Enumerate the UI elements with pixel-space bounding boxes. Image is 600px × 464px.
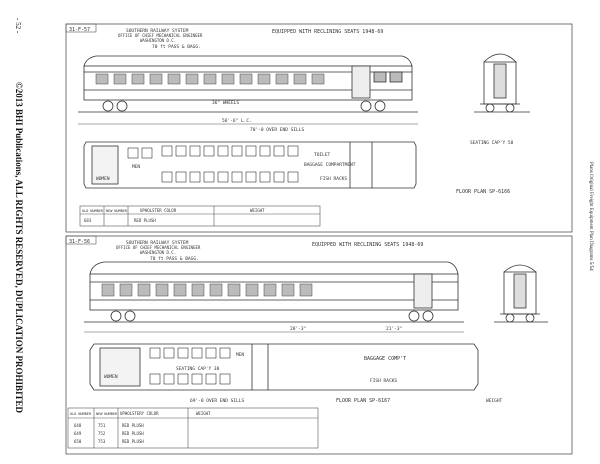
top-plan: 31-F-57 SOUTHERN RAILWAY SYSTEM OFFICE O… [65,23,573,233]
bottom-car-desc: 70 ft PASS & BAGG. [150,256,199,262]
top-men-label: MEN [132,164,140,170]
bottom-table-cell: RED PLUSH [122,423,144,428]
bottom-number-table [67,407,319,449]
top-seating-cap: SEATING CAP'Y 58 [470,140,514,146]
bottom-table-cell: RED PLUSH [122,431,144,436]
bottom-equipped: EQUIPPED WITH RECLINING SEATS 1948-69 [312,242,423,248]
bottom-women-label: WOMEN [104,374,118,380]
top-toilet-label: TOILET [314,152,331,158]
bottom-men-label: MEN [236,352,244,358]
bottom-side-elevation [84,261,464,323]
bottom-table-cell: 752 [98,431,106,436]
bottom-dim-b: 21'-3" [386,326,402,332]
top-equipped: EQUIPPED WITH RECLINING SEATS 1948-69 [272,29,383,35]
top-wheels-label: 36" WHEELS [212,100,239,106]
bottom-weight-side-label: WEIGHT [486,398,503,404]
bottom-table-color-header: UPHOLSTERY COLOR [120,411,159,416]
top-end-view [474,53,530,113]
bottom-table-cell: 650 [74,439,82,444]
page-number: - 52 - [14,18,22,34]
top-plan-id: 31-F-57 [69,27,90,33]
top-table-cell: 683 [84,218,92,223]
top-overall-label: 70'-0 OVER END SILLS [250,127,304,133]
top-baggage-label: BAGGAGE COMPARTMENT [304,162,356,168]
top-table-new-number: NEW NUMBER [106,209,128,213]
top-table-color-header: UPHOLSTER COLOR [140,208,177,213]
top-table-cell: RED PLUSH [134,218,156,223]
top-women-label: WOMEN [96,176,110,182]
bottom-table-cell: 648 [74,423,82,428]
top-side-elevation [78,55,418,113]
bottom-fish-racks-label: FISH RACKS [370,378,397,384]
top-fish-racks-label: FISH RACKS [320,176,347,182]
bottom-table-cell: 751 [98,423,106,428]
top-floor-plan [83,141,417,189]
bottom-seat-grid [149,347,231,385]
bottom-floor-plan-label: FLOOR PLAN SP-6167 [336,398,390,404]
right-margin-caption: Plans Original Freight Equipment Plan Di… [588,162,593,271]
bottom-location: WASHINGTON D.C. [140,250,176,255]
bottom-office: OFFICE OF CHIEF MECHANICAL ENGINEER [116,245,201,250]
top-railway: SOUTHERN RAILWAY SYSTEM [126,28,189,34]
top-floor-plan-label: FLOOR PLAN SP-6166 [456,189,510,195]
bottom-dim-a: 28'-3" [290,326,306,332]
top-seat-grid [127,145,299,183]
bottom-railway: SOUTHERN RAILWAY SYSTEM [126,240,189,246]
bottom-table-weight-header: WEIGHT [196,411,211,416]
bottom-overall-label: 69'-0 OVER END SILLS [190,398,244,404]
bottom-table-cell: 753 [98,439,106,444]
top-number-table [79,205,321,227]
bottom-table-cell: 649 [74,431,82,436]
bottom-plan: 31-F-56 SOUTHERN RAILWAY SYSTEM OFFICE O… [65,235,573,455]
bottom-table-old-number: OLD NUMBER [70,412,92,416]
bottom-baggage-label: BAGGAGE COMP'T [364,356,406,362]
top-table-old-number: OLD NUMBER [82,209,104,213]
bottom-floor-plan [89,343,479,391]
bottom-table-cell: RED PLUSH [122,439,144,444]
bottom-plan-id: 31-F-56 [69,239,90,245]
bottom-seating-cap: SEATING CAP'Y 38 [176,366,220,372]
bottom-end-view [494,264,548,323]
top-location: WASHINGTON D.C. [140,38,176,43]
top-table-weight-header: WEIGHT [250,208,265,213]
top-car-desc: 70 ft PASS & BAGG. [152,44,201,50]
top-office: OFFICE OF CHIEF MECHANICAL ENGINEER [118,33,203,38]
top-length-label: 56'-6" L.C. [222,118,252,124]
copyright-notice: ©2013 BHI Publications, ALL RIGHTS RESER… [14,82,24,414]
bottom-table-new-number: NEW NUMBER [96,412,118,416]
